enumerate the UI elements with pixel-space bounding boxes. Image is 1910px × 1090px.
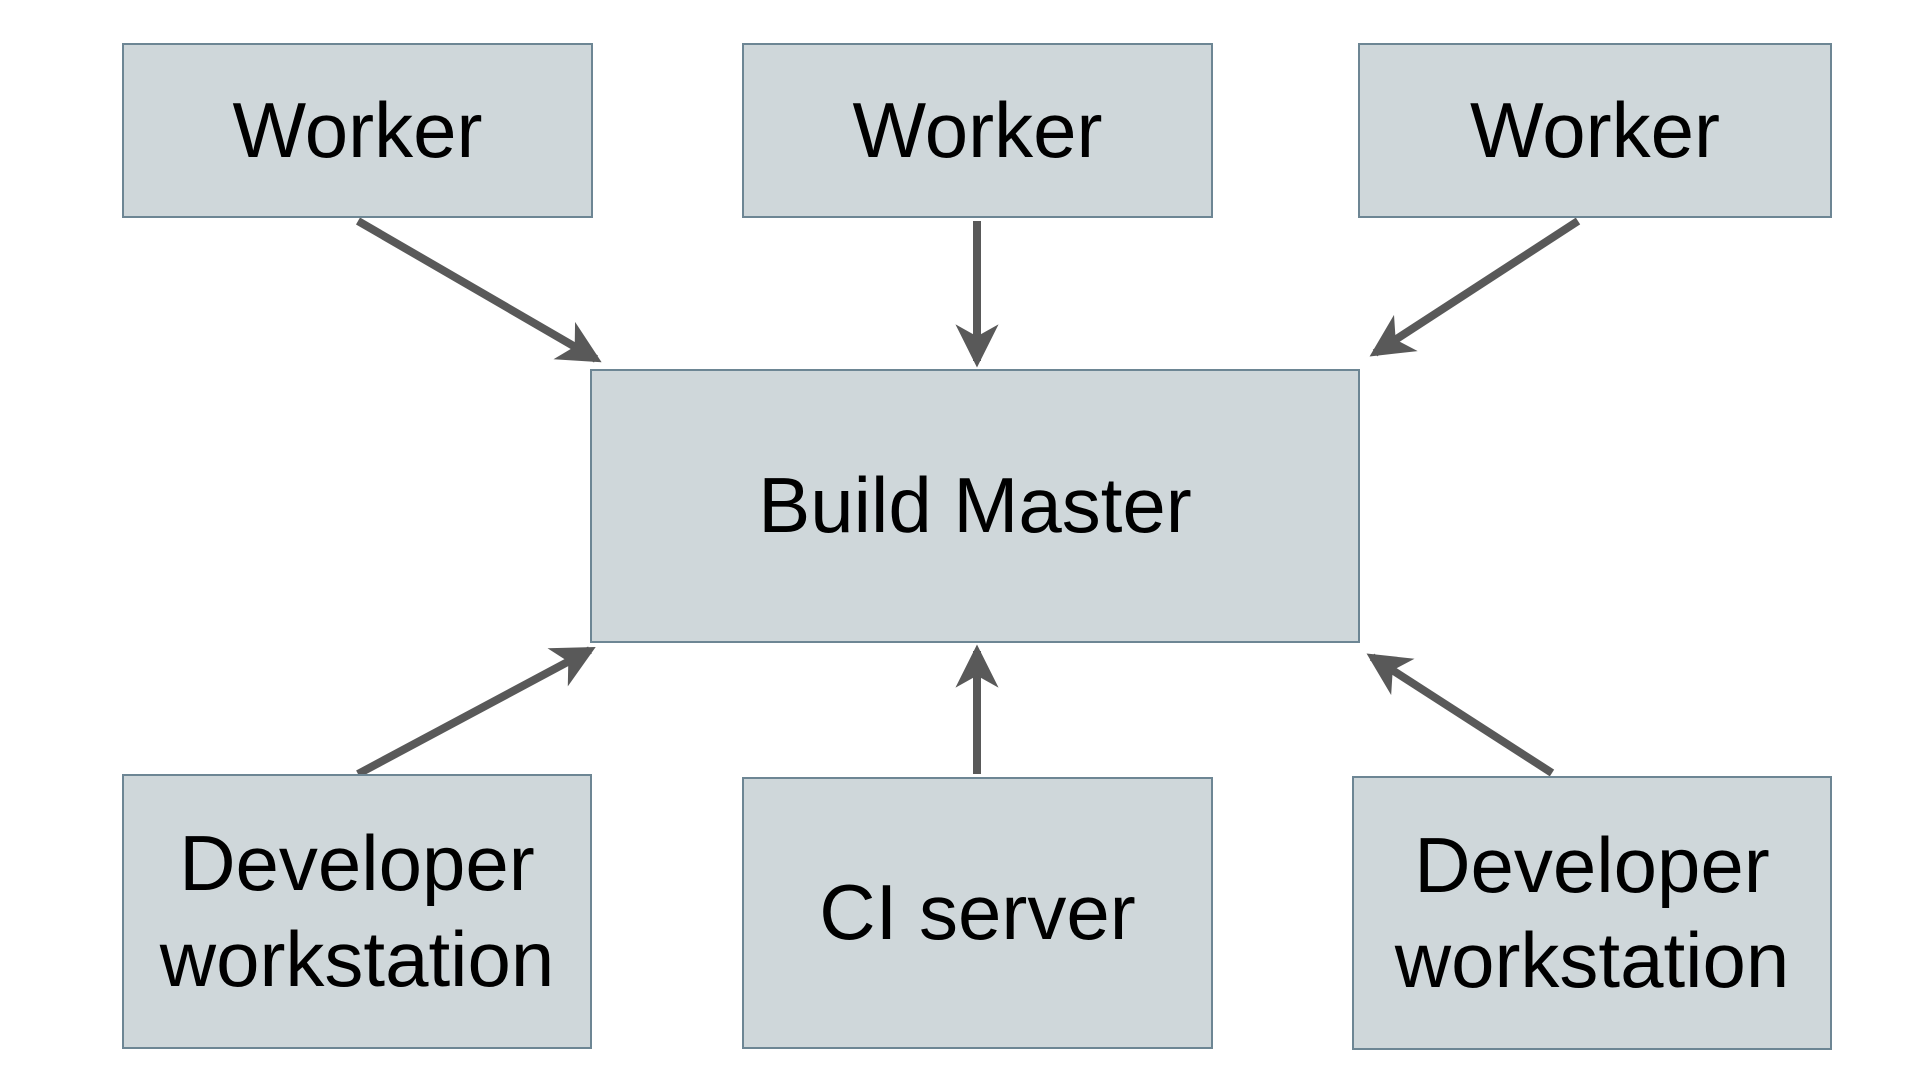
node-worker-2-label: Worker (852, 85, 1103, 174)
arrow-worker-1-to-build-master (355, 217, 602, 363)
node-worker-1-label: Worker (232, 85, 483, 174)
node-developer-workstation-left: Developer workstation (122, 774, 592, 1049)
node-build-master-label: Build Master (758, 461, 1192, 550)
node-worker-2: Worker (742, 43, 1213, 218)
node-ci-server: CI server (742, 777, 1213, 1049)
arrow-dev-workstation-left-to-build-master (356, 646, 596, 778)
node-worker-3: Worker (1358, 43, 1832, 218)
node-worker-1: Worker (122, 43, 593, 218)
arrow-worker-3-to-build-master (1369, 217, 1581, 357)
node-worker-3-label: Worker (1470, 85, 1720, 174)
node-build-master: Build Master (590, 369, 1360, 643)
node-developer-workstation-right-label: Developer workstation (1394, 820, 1790, 1004)
node-developer-workstation-left-label: Developer workstation (159, 819, 555, 1003)
node-developer-workstation-right: Developer workstation (1352, 776, 1832, 1050)
arrow-dev-workstation-right-to-build-master (1366, 653, 1555, 777)
node-ci-server-label: CI server (819, 868, 1136, 957)
